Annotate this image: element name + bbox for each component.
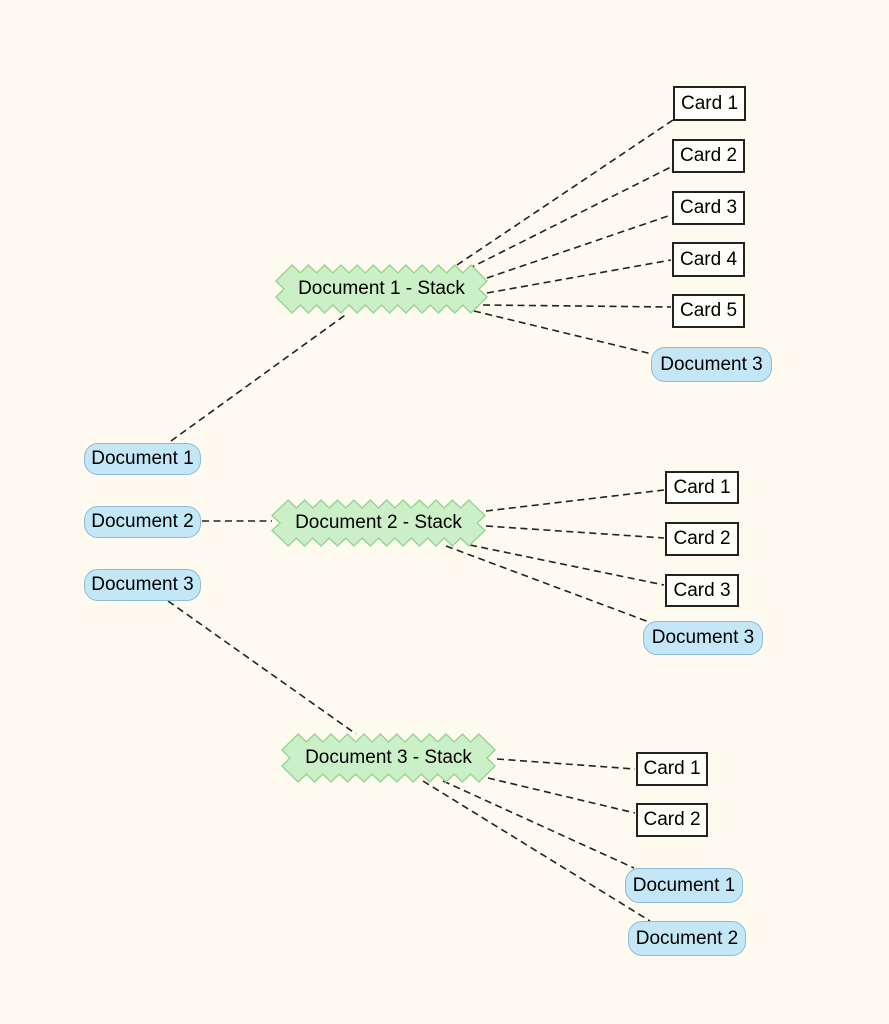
node-label: Card 3 <box>673 579 731 601</box>
node-label: Document 3 <box>660 353 763 375</box>
edge-stack3-to-document-1 <box>442 780 635 869</box>
edge-stack2-to-card-3 <box>469 544 665 586</box>
edge-stack2-to-document-3 <box>445 545 650 623</box>
node-label: Card 4 <box>679 248 738 270</box>
node-stack3-document-2: Document 2 <box>628 921 746 956</box>
node-label: Document 1 <box>632 874 736 896</box>
node-stack3-card-2: Card 2 <box>636 803 708 837</box>
node-label: Card 2 <box>679 145 738 166</box>
node-label: Card 3 <box>679 197 738 218</box>
node-stack2-card-2: Card 2 <box>665 522 739 556</box>
edge-document-1-to-document-1-stack <box>170 312 349 442</box>
node-label: Card 1 <box>680 92 739 114</box>
edge-document-3-to-document-3-stack <box>167 600 357 735</box>
node-stack3-document-1: Document 1 <box>625 868 743 903</box>
node-stack1-document-3: Document 3 <box>651 347 772 382</box>
node-label: Card 2 <box>673 528 731 549</box>
edge-stack1-to-card-2 <box>467 166 672 270</box>
edge-stack1-to-card-4 <box>486 259 672 294</box>
zigzag-shape <box>280 732 497 784</box>
node-stack2-card-3: Card 3 <box>665 574 739 607</box>
node-document-3: Document 3 <box>84 569 201 601</box>
edge-stack2-to-card-2 <box>485 525 665 539</box>
node-stack2-card-1: Card 1 <box>665 471 739 504</box>
node-label: Card 2 <box>643 809 701 830</box>
edge-stack1-to-card-1 <box>456 119 674 266</box>
edge-stack1-to-document-3 <box>473 310 653 355</box>
edge-stack1-to-card-5 <box>482 304 672 308</box>
node-document-1-stack: Document 1 - Stack <box>274 263 489 315</box>
node-label: Card 5 <box>679 300 738 321</box>
edge-stack2-to-card-1 <box>485 489 665 512</box>
node-document-1: Document 1 <box>84 443 201 475</box>
edge-stack3-to-card-1 <box>496 758 636 770</box>
edge-stack1-to-card-3 <box>486 214 672 279</box>
node-label: Card 1 <box>643 758 701 779</box>
node-document-2-stack: Document 2 - Stack <box>270 498 487 548</box>
edge-stack3-to-card-2 <box>487 777 636 814</box>
zigzag-shape <box>274 263 489 315</box>
node-stack3-card-1: Card 1 <box>636 752 708 786</box>
node-stack1-card-4: Card 4 <box>672 242 745 277</box>
zigzag-shape <box>270 498 487 548</box>
node-label: Card 1 <box>673 476 731 498</box>
node-stack2-document-3: Document 3 <box>643 621 763 655</box>
node-label: Document 2 - Stack <box>295 512 462 533</box>
node-stack1-card-1: Card 1 <box>673 86 746 121</box>
node-stack1-card-5: Card 5 <box>672 294 745 328</box>
node-stack1-card-3: Card 3 <box>672 191 745 225</box>
node-document-2: Document 2 <box>84 506 201 538</box>
node-label: Document 1 - Stack <box>298 278 465 299</box>
node-label: Document 3 <box>91 574 194 595</box>
node-label: Document 3 - Stack <box>305 747 472 768</box>
edge-stack3-to-document-2 <box>422 780 651 922</box>
node-label: Document 1 <box>91 448 194 469</box>
node-stack1-card-2: Card 2 <box>672 139 745 173</box>
node-document-3-stack: Document 3 - Stack <box>280 732 497 784</box>
node-label: Document 2 <box>91 511 194 532</box>
node-label: Document 3 <box>651 627 755 648</box>
node-label: Document 2 <box>635 927 739 949</box>
